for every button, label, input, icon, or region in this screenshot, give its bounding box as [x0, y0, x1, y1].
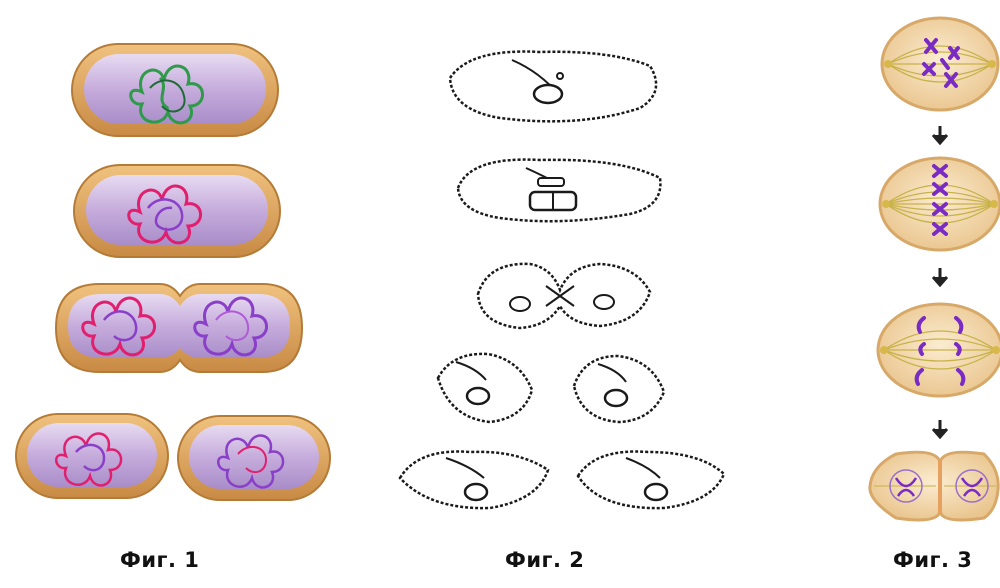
paramecium-stage-1: [450, 52, 656, 122]
mitosis-cell-2: [880, 158, 1000, 250]
paramecium-stage-3-constriction: [478, 264, 650, 328]
arrow-down-1: [933, 126, 947, 143]
bacterium-cell-3-dividing: [56, 284, 302, 372]
arrow-down-3: [933, 420, 947, 437]
bacterium-daughter-cell-left: [16, 414, 168, 498]
bacterium-cell-1: [72, 44, 278, 136]
figure-2-caption: Фиг. 2: [505, 548, 584, 572]
paramecium-stage-2: [458, 160, 660, 222]
figure-3-mitosis: [870, 18, 1000, 520]
figure-2-protist-division: [400, 52, 724, 509]
arrow-down-2: [933, 268, 947, 285]
mitosis-cell-1: [882, 18, 998, 110]
figure-1-caption: Фиг. 1: [120, 548, 199, 572]
figure-3-caption: Фиг. 3: [893, 548, 972, 572]
paramecium-stage-4-left: [438, 354, 532, 422]
paramecium-stage-5-left: [400, 452, 548, 509]
bacterium-cell-2: [74, 165, 280, 257]
figure-1-binary-fission: [16, 44, 330, 500]
paramecium-stage-5-right: [578, 452, 724, 509]
bacterium-daughter-cell-right: [178, 416, 330, 500]
paramecium-stage-4-right: [574, 356, 664, 422]
mitosis-cell-4: [870, 452, 998, 520]
mitosis-cell-3: [878, 304, 1000, 396]
